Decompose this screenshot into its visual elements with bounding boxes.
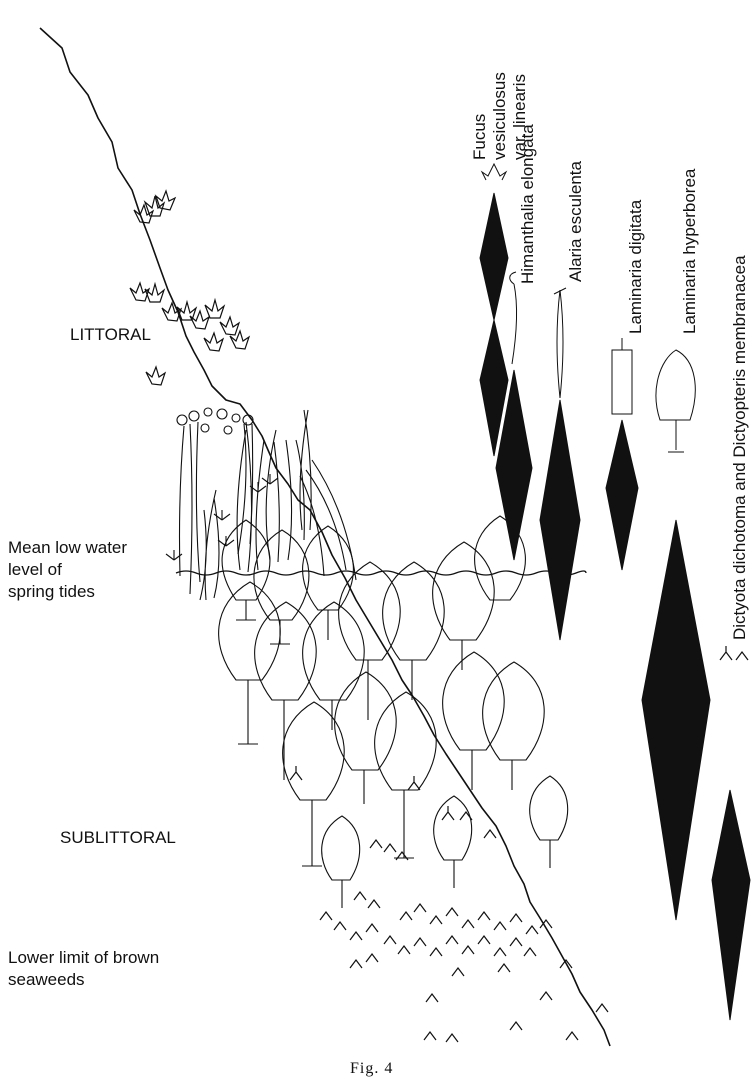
mean-low-water-label: Mean low water — [8, 538, 127, 558]
species-label-laminaria-hyperborea: Laminaria hyperborea — [680, 169, 700, 334]
kelp-fan — [255, 602, 317, 780]
kelp-fan — [443, 652, 505, 790]
species-label-dictyota: Dictyota dichotoma and Dictyopteris memb… — [730, 255, 750, 640]
fucus-plant — [190, 311, 209, 329]
fucus-plant — [146, 367, 165, 385]
lower-limit-label: seaweeds — [8, 970, 85, 990]
kelp-fan — [254, 530, 309, 644]
kelp-fan — [383, 562, 445, 700]
laminaria-digitata-sketch — [612, 338, 632, 414]
fucus-plants — [130, 191, 249, 385]
alaria-sketch — [554, 288, 566, 398]
fucus-plant — [220, 317, 239, 335]
range-bar-dictyota — [712, 790, 750, 1020]
sublittoral-label: SUBLITTORAL — [60, 828, 176, 848]
range-bar-alaria — [540, 400, 580, 640]
fucus-sketch — [482, 164, 506, 180]
himanthalia-sketch — [510, 272, 517, 364]
kelp-fan — [434, 796, 472, 888]
figure-caption: Fig. 4 — [350, 1060, 393, 1078]
mean-low-water-label: spring tides — [8, 582, 95, 602]
species-label-himanthalia: Himanthalia elongata — [518, 124, 538, 284]
kelp-fan — [322, 816, 360, 908]
fucus-plant — [145, 196, 164, 216]
species-ranges — [480, 164, 750, 1020]
range-bar-laminaria-digitata — [606, 420, 638, 570]
fucus-plant — [134, 205, 153, 223]
fucus-plant — [230, 331, 249, 349]
species-label-fucus: Fucus — [470, 114, 490, 160]
kelp-fan — [530, 776, 568, 868]
kelp-fan — [335, 672, 397, 804]
laminaria-hyperborea-sketch — [656, 350, 695, 452]
lower-limit-label: Lower limit of brown — [8, 948, 159, 968]
kelp-fan — [303, 526, 354, 640]
fucus-plant — [205, 300, 224, 318]
species-label-alaria: Alaria esculenta — [566, 161, 586, 282]
mean-low-water-label: level of — [8, 560, 62, 580]
kelp-fan — [339, 562, 401, 720]
kelp-fan — [375, 692, 437, 858]
kelp-fan — [303, 602, 365, 730]
kelp-fan — [483, 662, 545, 790]
range-bar-laminaria-hyperborea — [642, 520, 710, 920]
kelp-fan — [219, 582, 281, 744]
laminaria-hyperborea-forest — [219, 516, 568, 908]
range-bar-fucus — [480, 193, 508, 320]
littoral-label: LITTORAL — [70, 325, 151, 345]
kelp-fan — [433, 542, 495, 670]
species-label-fucus: vesiculosus — [490, 72, 510, 160]
fucus-plant — [204, 333, 223, 351]
species-label-laminaria-digitata: Laminaria digitata — [626, 200, 646, 334]
kelp-fan — [222, 520, 270, 620]
